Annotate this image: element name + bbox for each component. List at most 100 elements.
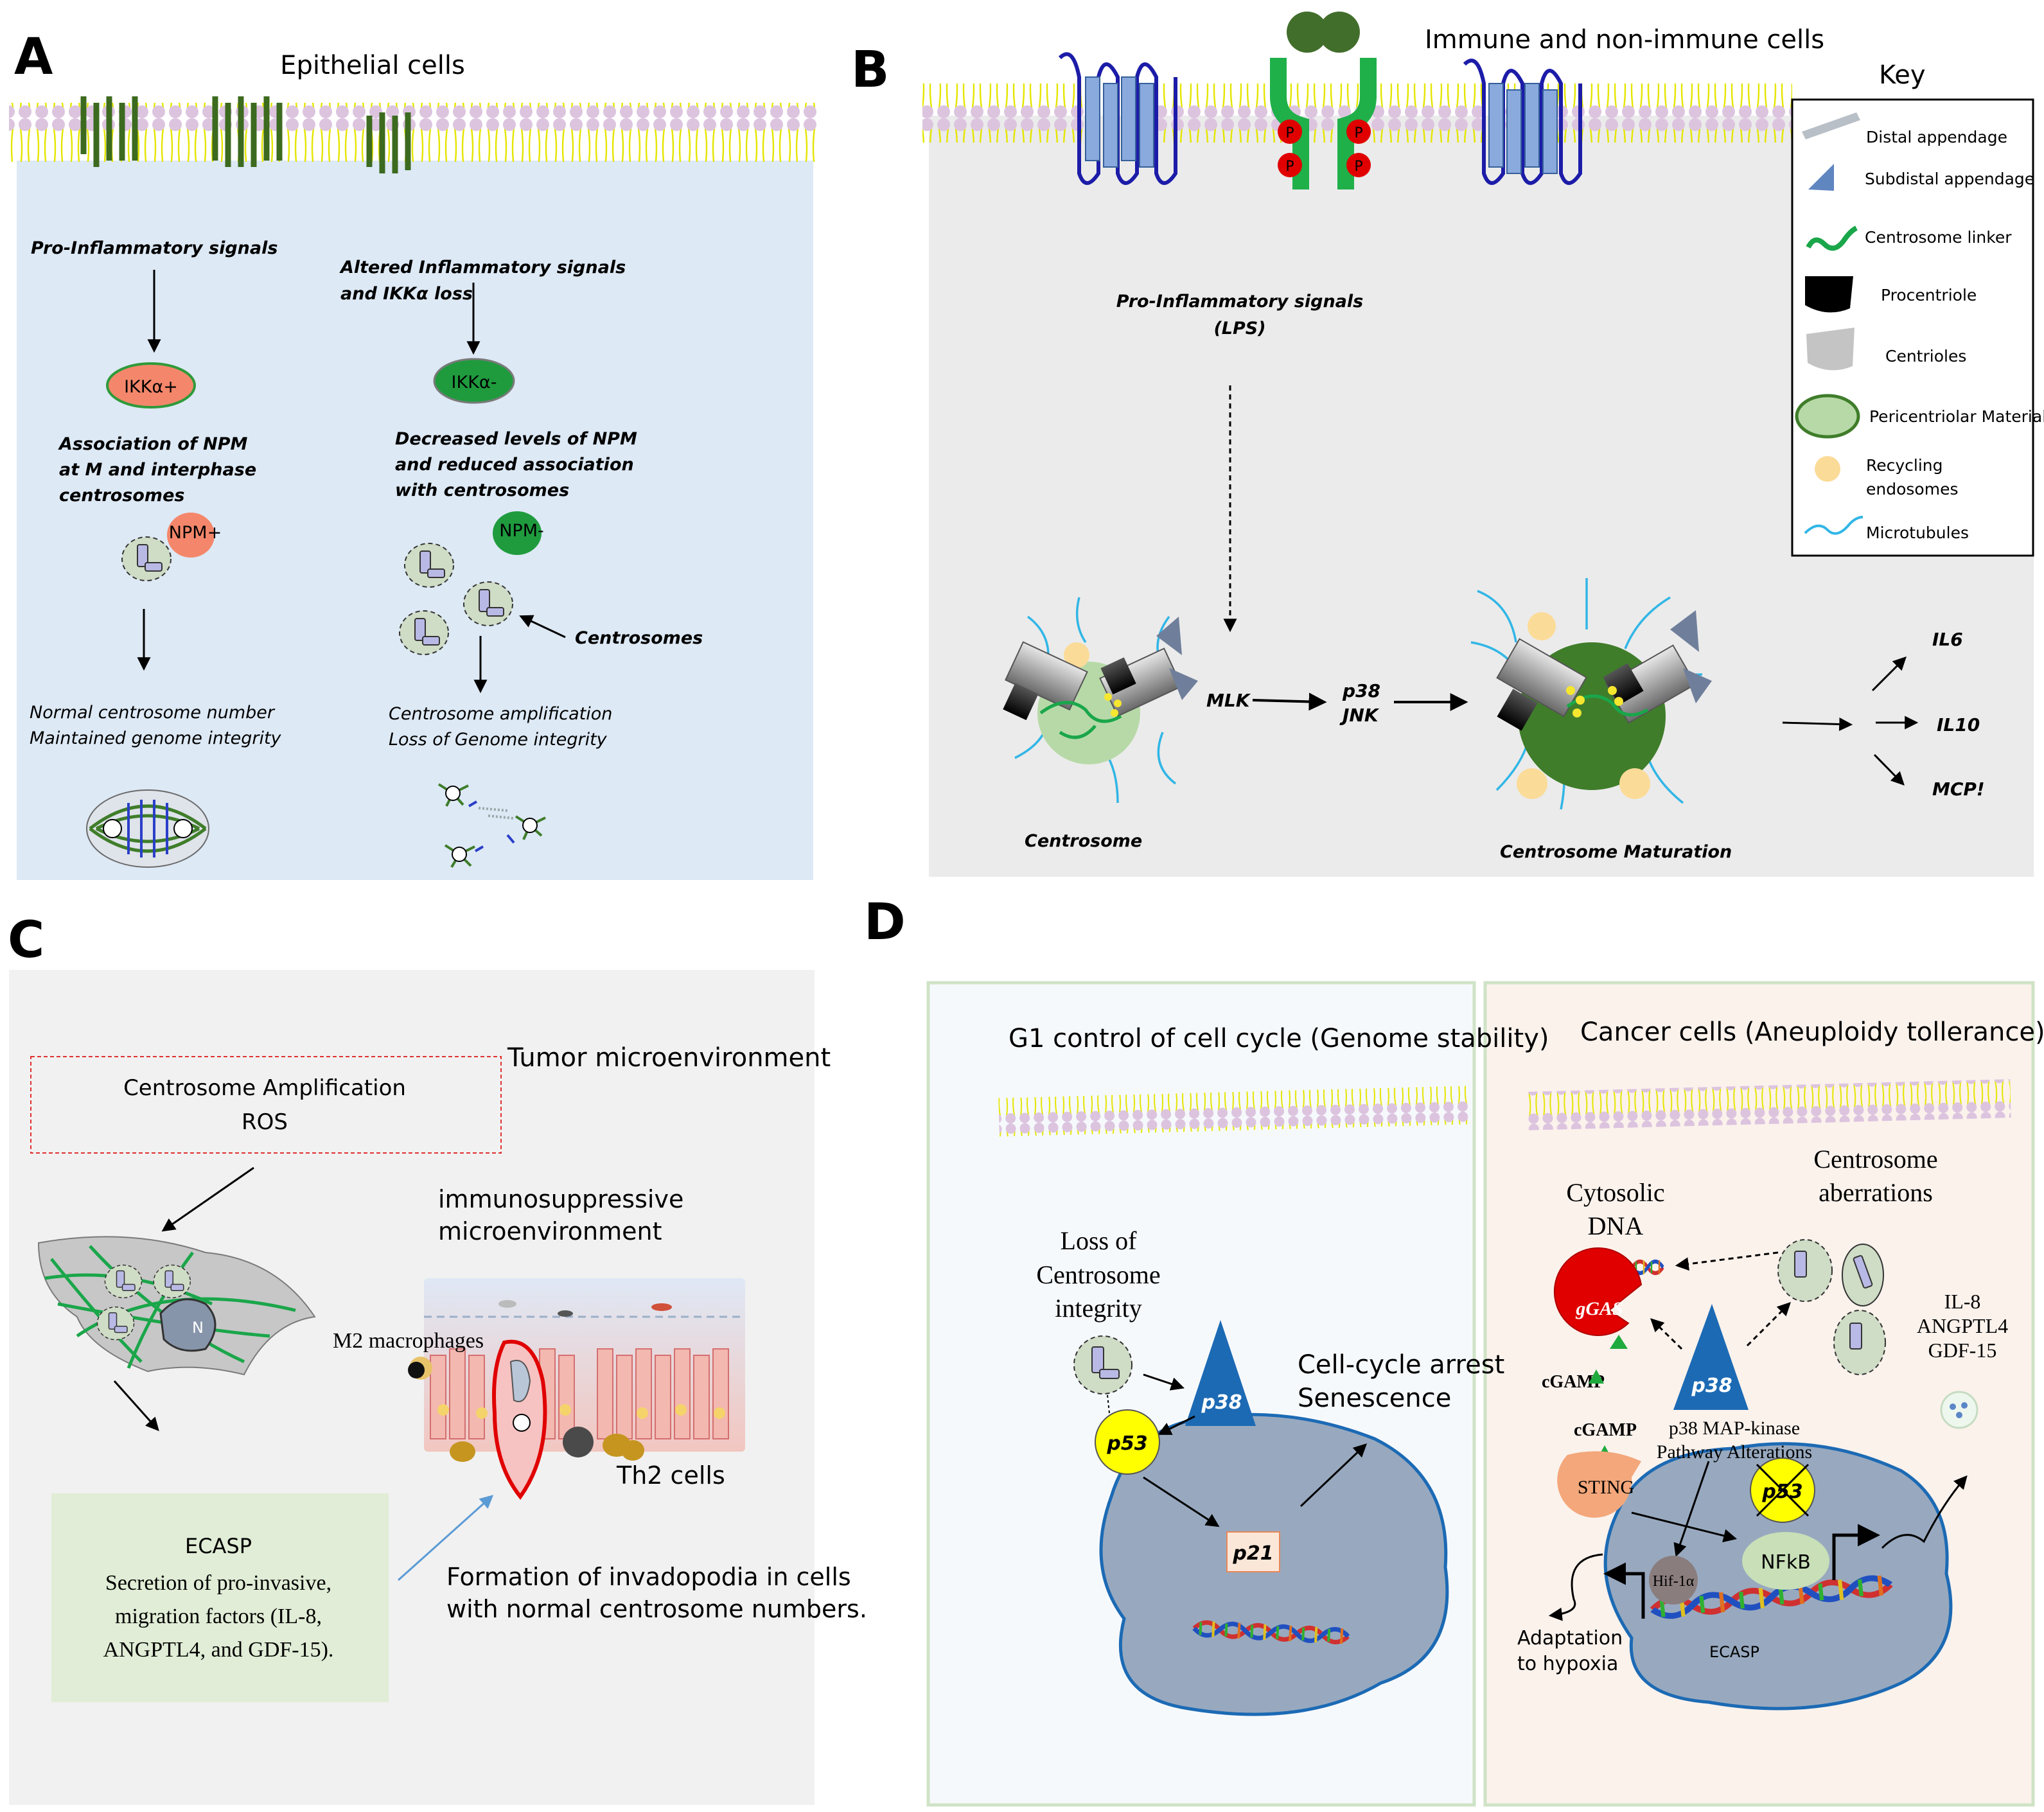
panel-b-title: Immune and non-immune cells bbox=[1425, 25, 1824, 55]
centrosomes-label: Centrosomes bbox=[575, 628, 703, 648]
amplification-1: Centrosome amplification bbox=[389, 704, 612, 724]
right-title: Cancer cells (Aneuploidy tollerance) bbox=[1580, 1017, 2044, 1047]
panel-d-letter: D bbox=[864, 893, 906, 951]
amplification-box bbox=[30, 1056, 502, 1154]
key-item-6: Pericentriolar Material bbox=[1869, 407, 2044, 426]
ikk-alpha-plus bbox=[106, 362, 196, 409]
sting-label: STING bbox=[1578, 1477, 1634, 1498]
normal-number-2: Maintained genome integrity bbox=[30, 728, 282, 748]
npm-plus-label: NPM+ bbox=[169, 523, 222, 543]
loss-integrity-2: Centrosome bbox=[1036, 1260, 1160, 1289]
il6-label: IL6 bbox=[1932, 629, 1963, 650]
decreased-npm-1: Decreased levels of NPM bbox=[395, 429, 637, 449]
assoc-npm-1: Association of NPM bbox=[58, 434, 247, 454]
invadopodia-1: Formation of invadopodia in cells bbox=[446, 1563, 851, 1591]
mcp-label: MCP! bbox=[1932, 778, 1985, 800]
cgamp-2: cGAMP bbox=[1574, 1420, 1637, 1440]
left-title: G1 control of cell cycle (Genome stabili… bbox=[1009, 1024, 1549, 1053]
key-endosome-icon bbox=[1815, 456, 1840, 482]
decreased-npm-2: and reduced association bbox=[395, 455, 634, 475]
p21-label: p21 bbox=[1232, 1542, 1273, 1565]
arrow-maturation-to-cytokines bbox=[1782, 717, 1853, 732]
aberrant-centrosome-2-centriole bbox=[1853, 1254, 1873, 1289]
panel-c: C Centrosome Amplification ROS Tumor mic… bbox=[8, 911, 867, 1805]
arrow-loss-to-p38 bbox=[1143, 1373, 1185, 1391]
multipolar-spindle bbox=[437, 783, 546, 868]
key-pcm-icon bbox=[1795, 394, 1860, 439]
ecasp-box bbox=[51, 1493, 389, 1702]
hif-transcription-arrow bbox=[1603, 1562, 1645, 1619]
arrow-p53-to-p21 bbox=[1143, 1476, 1220, 1527]
cytosolic-2: DNA bbox=[1588, 1211, 1644, 1240]
key-item-3: Centrosome linker bbox=[1865, 228, 2012, 247]
ggas-enzyme bbox=[1553, 1247, 1643, 1336]
ecasp-line-4: ANGPTL4, and GDF-15). bbox=[103, 1638, 334, 1662]
amplification-label-1: Centrosome Amplification bbox=[123, 1075, 406, 1101]
membrane-receptor-left bbox=[1058, 52, 1177, 185]
centrosome-mature bbox=[1470, 577, 1712, 810]
p21-box bbox=[1226, 1531, 1280, 1572]
arrow-p38-to-aberration bbox=[1746, 1302, 1791, 1347]
phospho-2: P bbox=[1285, 159, 1294, 175]
ecasp-line-2: Secretion of pro-invasive, bbox=[105, 1571, 331, 1595]
panel-b: B Immune and non-immune cells bbox=[851, 12, 2044, 877]
secreted-factor-3: GDF-15 bbox=[1928, 1339, 1997, 1362]
sting-protein bbox=[1557, 1451, 1641, 1518]
key-title: Key bbox=[1879, 60, 1926, 90]
key-item-2: Subdistal appendage bbox=[1865, 170, 2034, 188]
centrosome-loss-centriole-2 bbox=[1099, 1369, 1120, 1379]
arrow-to-arrest bbox=[1300, 1443, 1368, 1508]
nfkb-protein bbox=[1742, 1532, 1829, 1590]
decreased-npm-3: with centrosomes bbox=[395, 480, 569, 500]
membrane-receptor-right bbox=[1463, 58, 1582, 185]
arrow-to-adaptation bbox=[1548, 1553, 1603, 1621]
assoc-npm-2: at M and interphase bbox=[59, 460, 256, 480]
assoc-npm-3: centrosomes bbox=[59, 486, 184, 506]
left-membrane bbox=[998, 1086, 1468, 1137]
npm-minus-label: NPM- bbox=[499, 521, 544, 541]
arrest-2: Senescence bbox=[1298, 1384, 1451, 1413]
cgamp-1-icon bbox=[1589, 1369, 1604, 1384]
key-item-4: Procentriole bbox=[1881, 286, 1977, 304]
key-subdistal-appendage-icon bbox=[1808, 164, 1834, 191]
panel-a-title: Epithelial cells bbox=[280, 51, 465, 80]
key-procentriole-icon bbox=[1805, 276, 1853, 313]
right-signal-label-2: and IKKα loss bbox=[340, 284, 473, 304]
arrow-amplification-to-cell bbox=[161, 1166, 254, 1232]
mapk-1: p38 MAP-kinase bbox=[1669, 1418, 1800, 1439]
panel-d: D G1 control of cell cycle (Genome stabi… bbox=[864, 893, 2044, 1807]
nfkb-label: NFkB bbox=[1761, 1551, 1811, 1574]
arrow-centrosomes-pointer bbox=[519, 615, 566, 638]
immunosuppressive-1: immunosuppressive bbox=[438, 1185, 683, 1213]
p53-label-left: p53 bbox=[1106, 1432, 1147, 1455]
immunosuppressive-2: microenvironment bbox=[438, 1217, 662, 1245]
ecasp-line-3: migration factors (IL-8, bbox=[115, 1605, 322, 1628]
nucleus-label: N bbox=[192, 1319, 204, 1337]
normal-number-1: Normal centrosome number bbox=[30, 703, 276, 723]
arrow-to-il6 bbox=[1871, 656, 1907, 692]
loss-integrity-1: Loss of bbox=[1061, 1226, 1138, 1255]
arrow-p38-to-p53 bbox=[1158, 1415, 1195, 1435]
key-item-7a: Recycling bbox=[1866, 456, 1943, 475]
adaptation-2: to hypoxia bbox=[1517, 1653, 1618, 1675]
aberrations-2: aberrations bbox=[1819, 1178, 1933, 1207]
secreted-factor-1: IL-8 bbox=[1944, 1290, 1981, 1313]
tumor-microenvironment-label: Tumor microenvironment bbox=[507, 1043, 831, 1073]
panel-a-letter: A bbox=[14, 28, 53, 86]
secretory-vesicle bbox=[1940, 1391, 1978, 1429]
ikk-alpha-minus-label: IKKα- bbox=[452, 373, 497, 392]
centrosome-amplified-2 bbox=[463, 581, 513, 626]
key-microtubules-icon bbox=[1804, 516, 1863, 535]
arrow-to-invadopodia bbox=[397, 1495, 494, 1581]
amplification-2: Loss of Genome integrity bbox=[389, 730, 608, 750]
ecasp-line-1: ECASP bbox=[185, 1534, 252, 1558]
arrow-cell-to-ecasp bbox=[113, 1380, 159, 1432]
arrow-secretion bbox=[1881, 1475, 1968, 1549]
dimeric-receptor: P P P P bbox=[1270, 12, 1377, 189]
phospho-3: P bbox=[1354, 125, 1362, 141]
adaptation-1: Adaptation bbox=[1517, 1627, 1623, 1649]
p53-cross bbox=[1756, 1463, 1810, 1517]
tissue-illustration bbox=[408, 1278, 745, 1500]
left-signal-label: Pro-Inflammatory signals bbox=[31, 238, 278, 258]
